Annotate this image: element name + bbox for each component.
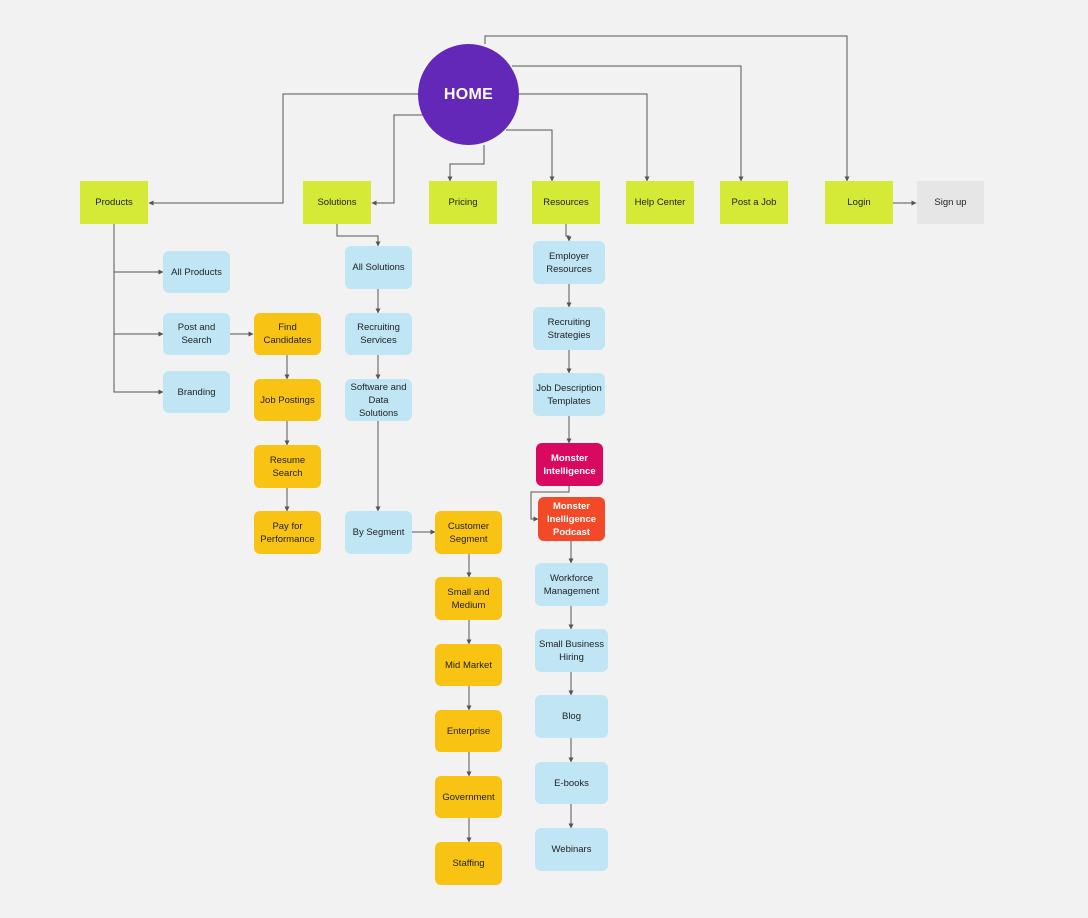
monster-intelligence-podcast-node[interactable]: Monster Inelligence Podcast xyxy=(538,497,605,541)
find-candidates-node[interactable]: Find Candidates xyxy=(254,313,321,355)
edge-home-post-a-job xyxy=(512,65,744,182)
post-a-job-node[interactable]: Post a Job xyxy=(720,181,788,224)
ebooks-node[interactable]: E-books xyxy=(535,762,608,804)
resources-node[interactable]: Resources xyxy=(532,181,600,224)
edge-products-post-and-search xyxy=(113,272,164,337)
software-and-data-node[interactable]: Software and Data Solutions xyxy=(345,379,412,421)
post-and-search-node[interactable]: Post and Search xyxy=(163,313,230,355)
resume-search-node[interactable]: Resume Search xyxy=(254,445,321,488)
employer-resources-node[interactable]: Employer Resources xyxy=(533,241,605,284)
pay-for-performance-node[interactable]: Pay for Performance xyxy=(254,511,321,554)
government-node[interactable]: Government xyxy=(435,776,502,818)
recruiting-strategies-node[interactable]: Recruiting Strategies xyxy=(533,307,605,350)
products-node[interactable]: Products xyxy=(80,181,148,224)
sign-up-node[interactable]: Sign up xyxy=(917,181,984,224)
customer-segment-node[interactable]: Customer Segment xyxy=(435,511,502,554)
job-description-templates-node[interactable]: Job Description Templates xyxy=(533,373,605,416)
enterprise-node[interactable]: Enterprise xyxy=(435,710,502,752)
pricing-node[interactable]: Pricing xyxy=(429,181,497,224)
all-products-node[interactable]: All Products xyxy=(163,251,230,293)
help-center-node[interactable]: Help Center xyxy=(626,181,694,224)
edge-products-all-products xyxy=(113,224,164,275)
by-segment-node[interactable]: By Segment xyxy=(345,511,412,554)
edge-products-branding xyxy=(113,334,164,395)
workforce-management-node[interactable]: Workforce Management xyxy=(535,563,608,606)
edge-solutions-all-solutions xyxy=(336,224,381,247)
job-postings-node[interactable]: Job Postings xyxy=(254,379,321,421)
login-node[interactable]: Login xyxy=(825,181,893,224)
edge-home-resources xyxy=(506,129,555,182)
mid-market-node[interactable]: Mid Market xyxy=(435,644,502,686)
edge-home-help-center xyxy=(518,93,650,182)
webinars-node[interactable]: Webinars xyxy=(535,828,608,871)
branding-node[interactable]: Branding xyxy=(163,371,230,413)
edge-home-products xyxy=(148,93,418,206)
blog-node[interactable]: Blog xyxy=(535,695,608,738)
edge-home-login xyxy=(484,35,850,182)
edge-home-pricing xyxy=(447,145,485,182)
edge-resources-employer xyxy=(565,224,572,242)
edge-home-solutions xyxy=(371,114,430,206)
solutions-node[interactable]: Solutions xyxy=(303,181,371,224)
recruiting-services-node[interactable]: Recruiting Services xyxy=(345,313,412,355)
staffing-node[interactable]: Staffing xyxy=(435,842,502,885)
all-solutions-node[interactable]: All Solutions xyxy=(345,246,412,289)
monster-intelligence-node[interactable]: Monster Intelligence xyxy=(536,443,603,486)
small-and-medium-node[interactable]: Small and Medium xyxy=(435,577,502,620)
home-node[interactable]: HOME xyxy=(418,44,519,145)
small-business-hiring-node[interactable]: Small Business Hiring xyxy=(535,629,608,672)
